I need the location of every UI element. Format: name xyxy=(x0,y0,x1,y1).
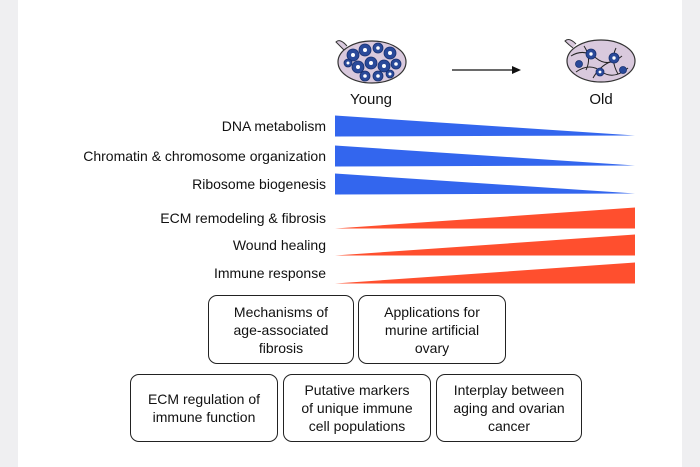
topic-label: Putative markers of unique immune cell p… xyxy=(301,382,413,434)
topic-label: ECM regulation of immune function xyxy=(147,391,261,425)
process-label: Immune response xyxy=(214,265,326,281)
process-label: Wound healing xyxy=(233,237,326,253)
increase-wedge xyxy=(335,262,635,284)
topic-box-aging-cancer: Interplay between aging and ovarian canc… xyxy=(436,374,582,442)
process-label: ECM remodeling & fibrosis xyxy=(160,210,326,226)
topic-label: Applications for murine artificial ovary xyxy=(384,303,480,356)
topic-box-ecm-immune: ECM regulation of immune function xyxy=(130,374,278,442)
decrease-wedge xyxy=(335,115,635,137)
increase-wedge xyxy=(335,207,635,229)
aging-arrow-icon xyxy=(452,66,521,74)
young-ovary-icon xyxy=(335,40,407,84)
process-label: Chromatin & chromosome organization xyxy=(83,148,326,164)
decrease-wedge xyxy=(335,173,635,195)
old-ovary-icon xyxy=(564,39,636,83)
increase-wedge xyxy=(335,234,635,256)
process-label: Ribosome biogenesis xyxy=(192,176,326,192)
topic-box-immune-markers: Putative markers of unique immune cell p… xyxy=(283,374,431,442)
stage-label-young: Young xyxy=(350,91,392,108)
decrease-wedge xyxy=(335,145,635,167)
process-label: DNA metabolism xyxy=(222,118,326,134)
topic-box-fibrosis-mechanisms: Mechanisms of age-associated fibrosis xyxy=(208,295,354,364)
stage-label-old: Old xyxy=(589,91,612,108)
topic-label: Mechanisms of age-associated fibrosis xyxy=(233,303,329,356)
topic-label: Interplay between aging and ovarian canc… xyxy=(453,382,565,434)
topic-box-artificial-ovary: Applications for murine artificial ovary xyxy=(358,295,506,364)
